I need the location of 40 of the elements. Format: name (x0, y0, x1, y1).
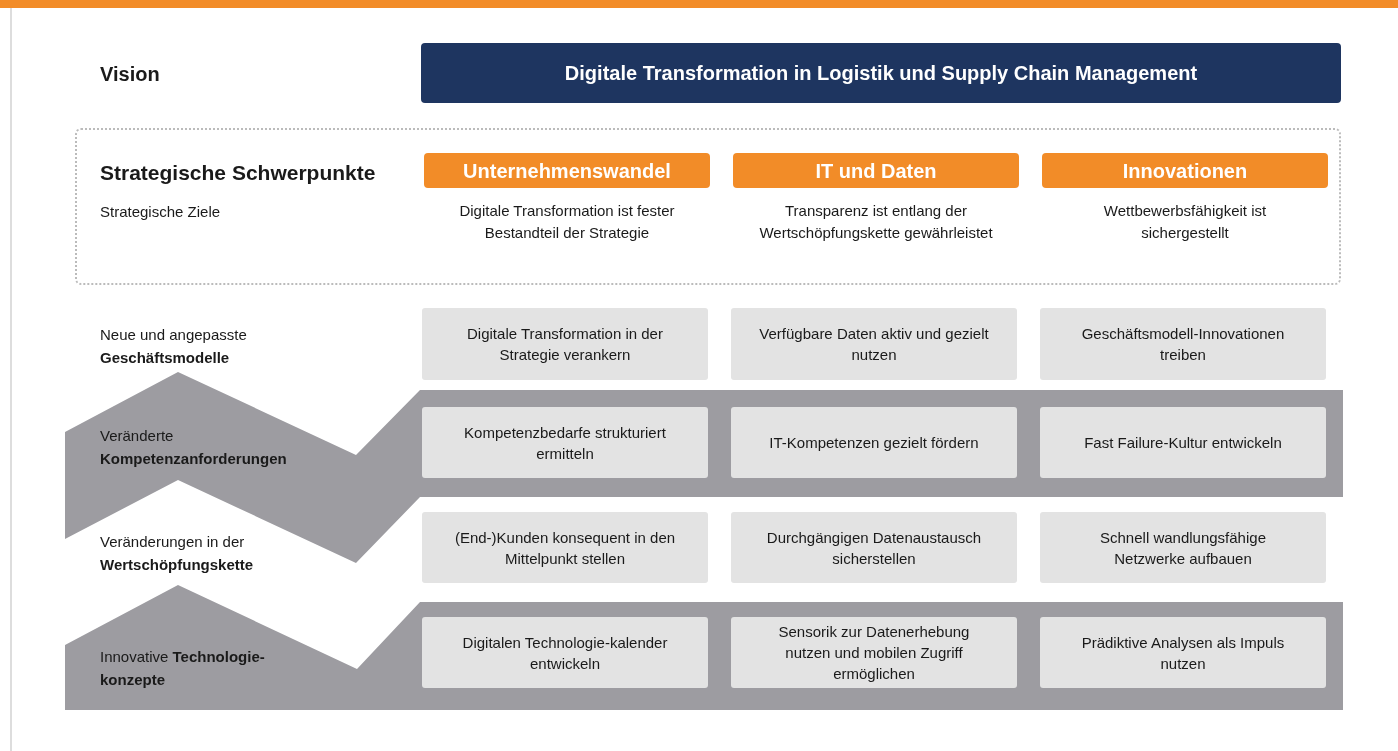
measure-text: Geschäftsmodell-Innovationen treiben (1080, 324, 1286, 365)
measure-text: Sensorik zur Datenerhebung nutzen und mobilen Zugriff ermöglichen (777, 622, 971, 684)
measure-card (1040, 512, 1326, 583)
measure-card (731, 512, 1017, 583)
measure-text: (End-)Kunden konsequent in den Mittelpunkt stellen (453, 527, 677, 569)
vision-text: Digitale Transformation in Logistik und Supply Chain Management (564, 61, 1198, 86)
measure-text: Digitalen Technologie-kalender entwickeln (461, 632, 669, 674)
row-label: Neue und angepasste Geschäftsmodelle (100, 326, 247, 367)
goal-text: Transparenz ist entlang der Wertschöpfungskette gewährleistet (759, 202, 993, 242)
measure-text: Verfügbare Daten aktiv und gezielt nutzen (758, 324, 990, 365)
focus-title: Innovationen (1122, 158, 1248, 184)
section-subheading: Strategische Ziele (100, 203, 221, 220)
measure-text: Prädiktive Analysen als Impuls nutzen (1080, 632, 1286, 674)
measure-card (422, 512, 708, 583)
focus-title: Unternehmenswandel (463, 158, 671, 184)
measure-card (1040, 617, 1326, 688)
row-label: Vision (100, 63, 160, 85)
row-label: Veränderte Kompetenzanforderungen (100, 427, 287, 468)
measure-card (422, 617, 708, 688)
measure-text: Fast Failure-Kultur entwickeln (1084, 433, 1282, 453)
measure-text: Kompetenzbedarfe strukturiert ermitteln (463, 422, 667, 464)
measure-card (422, 308, 708, 380)
row-label: Veränderungen in der Wertschöpfungskette (100, 533, 254, 574)
vision-banner (421, 43, 1341, 103)
measure-text: IT-Kompetenzen gezielt fördern (769, 433, 979, 453)
measure-text: Schnell wandlungsfähige Netzwerke aufbauen (1099, 527, 1267, 569)
row-label: Innovative Technologie-konzepte (100, 648, 265, 689)
goal-text: Digitale Transformation ist fester Bestandteil der Strategie (459, 202, 675, 242)
measure-card (1040, 308, 1326, 380)
measure-card (731, 308, 1017, 380)
dotted-frame (75, 128, 1341, 285)
section-heading: Strategische Schwerpunkte (100, 161, 376, 184)
focus-title: IT und Daten (815, 158, 937, 184)
measure-card (731, 617, 1017, 688)
measure-card (422, 407, 708, 478)
measure-card (731, 407, 1017, 478)
measure-text: Digitale Transformation in der Strategie verankern (466, 324, 664, 365)
measure-text: Durchgängigen Datenaustausch sicherstellen (765, 527, 983, 569)
goal-text: Wettbewerbsfähigkeit ist sichergestellt (1103, 202, 1267, 242)
measure-card (1040, 407, 1326, 478)
